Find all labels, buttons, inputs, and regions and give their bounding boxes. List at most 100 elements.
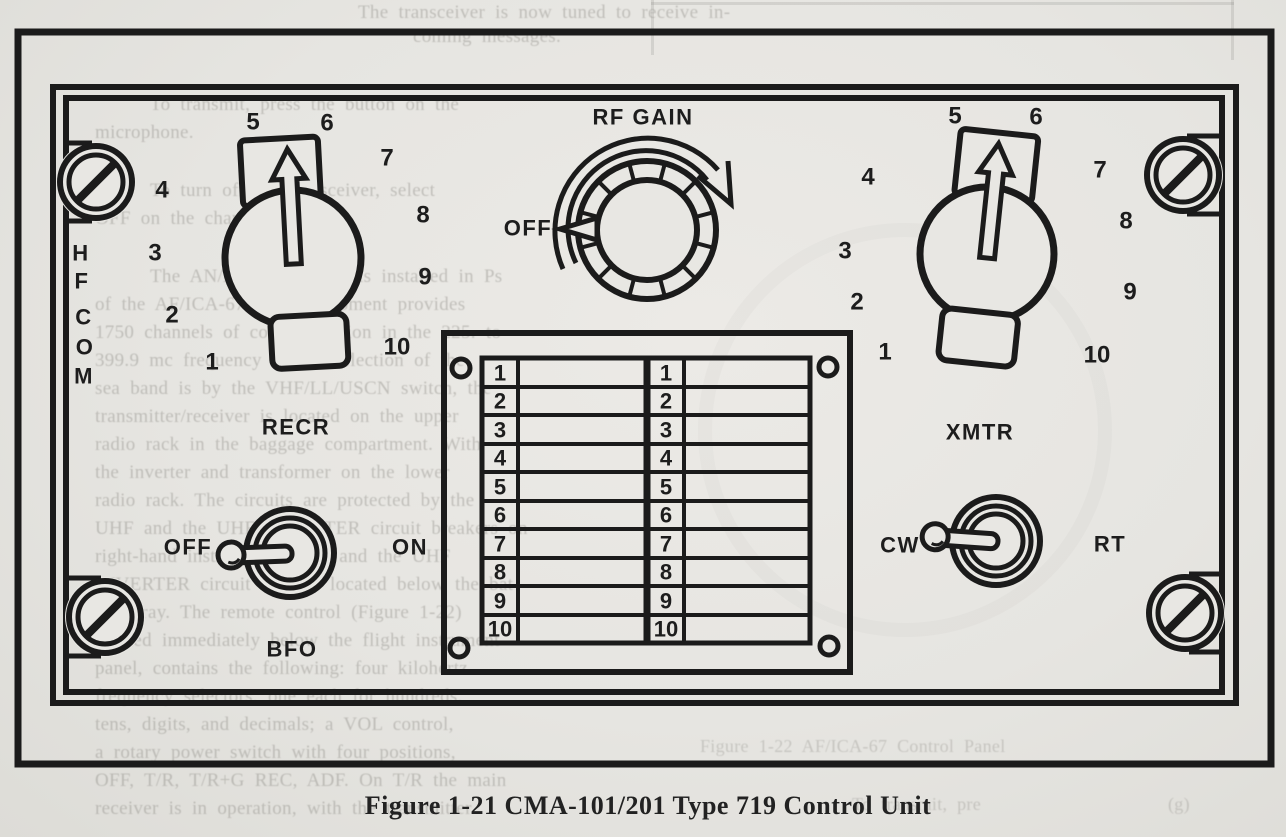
cw-label: CW [880, 533, 920, 558]
card-row-number: 8 [494, 560, 506, 585]
screw-slot-icon [74, 160, 118, 204]
bleedthrough-knob-watermark [698, 223, 1112, 637]
bleedthrough-text-line: transmitter/receiver is located on the u… [95, 406, 459, 427]
recr-label: RECR [262, 415, 330, 440]
bleedthrough-rule [651, 0, 654, 55]
screw-slot-icon [1163, 591, 1207, 635]
xmtr-dial-number: 7 [1093, 157, 1106, 184]
bleedthrough-text-line: receiver is in operation, with the trans… [95, 798, 472, 819]
xmtr-dial-number: 2 [850, 289, 863, 316]
card-hole [447, 636, 471, 660]
hf-com-letter: C [75, 305, 92, 330]
hf-com-letter: F [75, 269, 90, 294]
rf-gain-knob-face [594, 177, 700, 283]
xmtr-dial-number: 6 [1029, 104, 1042, 131]
xmtr-dial-number: 10 [1084, 342, 1111, 369]
card-row-number: 4 [494, 446, 507, 471]
cw-rt-toggle-switch: CW RT [880, 494, 1126, 588]
bleedthrough-text-line: a rotary power switch with four position… [95, 742, 456, 763]
panel-inner-edge [63, 95, 1225, 695]
card-row-number: 7 [660, 532, 672, 557]
card-row-number: 1 [660, 361, 672, 386]
card-row-number: 3 [494, 418, 506, 443]
bfo-off-label: OFF [164, 535, 213, 560]
figure-border [14, 28, 1275, 768]
knob-grip-tab [935, 305, 1021, 370]
screw-rim [75, 587, 135, 647]
card-row-number: 10 [488, 617, 512, 642]
rf-gain-control: RF GAIN OFF [504, 105, 734, 302]
bleedthrough-text-line: The transceiver is now tuned to receive … [358, 2, 731, 23]
recr-dial-number: 8 [416, 202, 429, 229]
recr-dial-number: 7 [380, 145, 393, 172]
recr-dial-number: 2 [165, 302, 178, 329]
bleedthrough-text-line: tens, digits, and decimals; a VOL contro… [95, 714, 454, 735]
toggle-lever-ball [215, 539, 247, 571]
hf-com-letter: O [76, 335, 95, 360]
screw-rim [1153, 145, 1213, 205]
screw-rim [1155, 583, 1215, 643]
screw-notch [63, 140, 92, 224]
rt-label: RT [1094, 532, 1126, 557]
corner-screw-top-right [1143, 133, 1224, 217]
rf-gain-label: RF GAIN [593, 105, 694, 130]
card-row-number: 5 [660, 475, 672, 500]
screw-rim [66, 152, 126, 212]
left-table-grid [482, 358, 646, 643]
recr-dial-number: 10 [384, 334, 411, 361]
knob-arrow-icon [974, 138, 1017, 262]
knob-arrow-icon [267, 144, 311, 267]
off-pointer-icon [551, 214, 600, 244]
rotation-arrowhead-icon [696, 160, 734, 210]
bleedthrough-rule [651, 2, 1234, 5]
screw-slot-icon [1161, 153, 1205, 197]
bleedthrough-text-line: Figure 1-22 AF/ICA-67 Control Panel [700, 736, 1006, 756]
card-row-number: 5 [494, 475, 506, 500]
hf-com-label: H F C O M [72, 241, 95, 389]
bfo-on-label: ON [392, 535, 428, 560]
rotation-arrow-outer-arc [552, 135, 720, 271]
xmtr-channel-knob: 1 2 3 4 5 6 7 8 9 10 XMTR [838, 103, 1136, 445]
bleedthrough-text-line: panel, contains the following: four kilo… [95, 658, 469, 679]
recr-dial-number: 6 [320, 110, 333, 137]
xmtr-dial-number: 5 [948, 103, 961, 130]
bleedthrough-text-line: tery tray. The remote control (Figure 1-… [95, 602, 462, 623]
toggle-lever-ball [919, 521, 951, 553]
screw-notch [1189, 571, 1224, 655]
recr-dial-number: 3 [148, 240, 161, 267]
bleedthrough-text-line: radio rack. The circuits are protected b… [95, 490, 475, 511]
card-row-number: 2 [660, 389, 672, 414]
toggle-ball-mark [227, 557, 241, 565]
card-row-number: 8 [660, 560, 672, 585]
screw-slot-icon [83, 595, 127, 639]
bfo-label: BFO [267, 637, 318, 662]
bleedthrough-text-line: microphone. [95, 122, 194, 143]
xmtr-dial-number: 4 [861, 164, 875, 191]
right-table-grid [648, 358, 810, 643]
card-row-number: 2 [494, 389, 506, 414]
bleedthrough-text-line: (g) [1168, 794, 1190, 814]
card-hole [449, 356, 473, 380]
card-row-number: 6 [494, 503, 506, 528]
recr-dial-number: 4 [155, 177, 169, 204]
recr-channel-knob: 1 2 3 4 5 6 7 8 9 10 RECR [148, 109, 431, 440]
recr-dial-number: 5 [246, 109, 259, 136]
rf-gain-knurl-ticks [579, 162, 715, 298]
bleedthrough-text-line: radio rack in the baggage compartment. W… [95, 434, 482, 455]
card-row-number: 4 [660, 446, 673, 471]
corner-screw-bottom-left [63, 575, 145, 659]
rf-gain-off-label: OFF [504, 216, 553, 241]
screw-notch [63, 575, 101, 659]
figure-caption: Figure 1-21 CMA-101/201 Type 719 Control… [365, 791, 932, 820]
knob-grip-tab [267, 310, 352, 372]
bfo-toggle-switch: OFF ON BFO [164, 506, 428, 662]
xmtr-label: XMTR [946, 420, 1014, 445]
screw-notch [1187, 133, 1224, 217]
card-row-number: 9 [660, 589, 672, 614]
card-row-number: 6 [660, 503, 672, 528]
card-hole [817, 634, 841, 658]
channel-record-card: 1 2 3 4 5 6 7 8 9 10 1 2 3 4 5 6 7 8 9 1… [441, 330, 853, 675]
panel-outer-edge [50, 84, 1239, 706]
xmtr-dial-number: 3 [838, 238, 851, 265]
